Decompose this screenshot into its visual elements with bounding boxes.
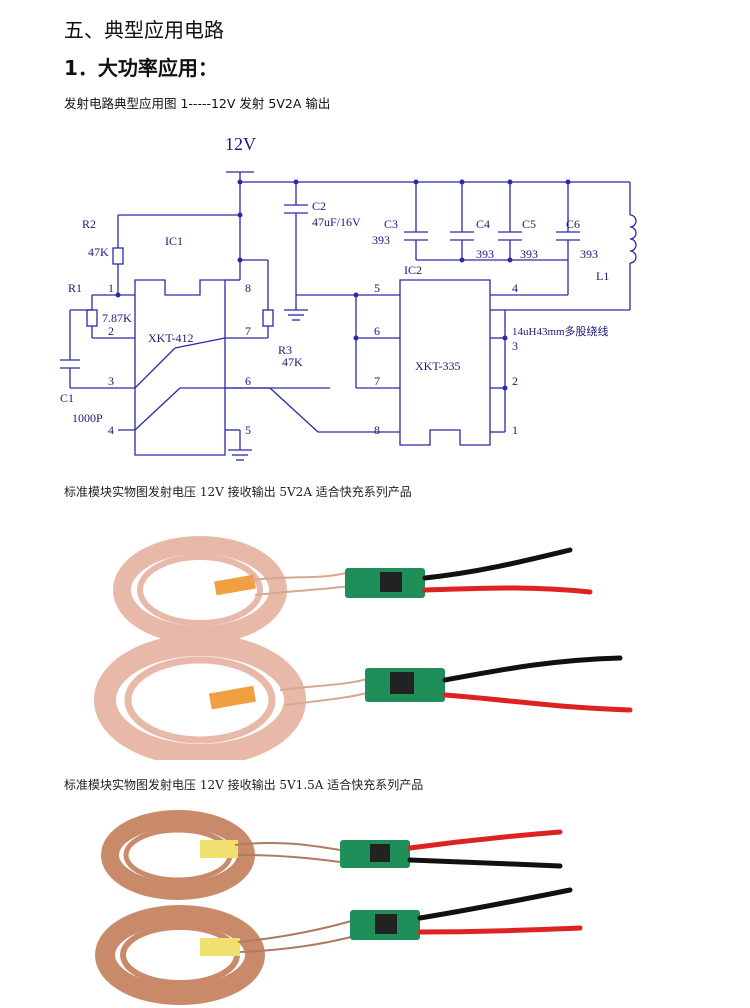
ic1-pin-8: 8 (245, 281, 251, 295)
ic2-pin-5: 5 (374, 281, 380, 295)
l1-label: L1 (596, 269, 609, 283)
c2-value: 47uF/16V (312, 215, 361, 229)
ic2-part: XKT-335 (415, 359, 461, 373)
ic1-part: XKT-412 (148, 331, 194, 345)
r1-label: R1 (68, 281, 82, 295)
ic2-pin-1: 1 (512, 423, 518, 437)
ic1-pin-1: 1 (108, 281, 114, 295)
c3-value: 393 (372, 233, 390, 247)
c5-value: 393 (520, 247, 538, 261)
r3-label: R3 (278, 343, 292, 357)
subsection-title: 1．大功率应用： (64, 56, 218, 80)
ic1-pin-4: 4 (108, 423, 114, 437)
c1-label: C1 (60, 391, 74, 405)
c1-value: 1000P (72, 411, 103, 425)
ic1-pin-5: 5 (245, 423, 251, 437)
ic2-pin-7: 7 (374, 374, 380, 388)
schematic-diagram: 12V IC1 XKT-412 IC2 XKT-335 R2 47K R1 7.… (60, 134, 637, 461)
r3-value: 47K (282, 355, 303, 369)
r1-value: 7.87K (102, 311, 132, 325)
ic1-pin-6: 6 (245, 374, 251, 388)
ic2-pin-3: 3 (512, 339, 518, 353)
ic2-pin-8: 8 (374, 423, 380, 437)
ic1-name: IC1 (165, 234, 183, 248)
supply-label: 12V (225, 134, 256, 154)
r2-label: R2 (82, 217, 96, 231)
c3-label: C3 (384, 217, 398, 231)
section-title: 五、典型应用电路 (64, 18, 224, 42)
l1-description: 14uH43mm多股绕线 (512, 324, 609, 338)
ic1-pin-3: 3 (108, 374, 114, 388)
c5-label: C5 (522, 217, 536, 231)
figure-caption-photo-5v1-5a: 标准模块实物图发射电压 12V 接收输出 5V1.5A 适合快充系列产品 (64, 778, 424, 792)
c4-value: 393 (476, 247, 494, 261)
c4-label: C4 (476, 217, 490, 231)
c2-label: C2 (312, 199, 326, 213)
product-photo-5v1-5a (95, 810, 583, 1005)
figure-caption-photo-5v2a: 标准模块实物图发射电压 12V 接收输出 5V2A 适合快充系列产品 (64, 485, 412, 499)
ic2-name: IC2 (404, 263, 422, 277)
ic1-pin-2: 2 (108, 324, 114, 338)
r2-value: 47K (88, 245, 109, 259)
ic1-pin-7: 7 (245, 324, 251, 338)
figure-caption-schematic: 发射电路典型应用图 1-----12V 发射 5V2A 输出 (64, 96, 331, 111)
ic2-pin-4: 4 (512, 281, 518, 295)
c6-value: 393 (580, 247, 598, 261)
product-photo-5v2a (94, 536, 633, 760)
c6-label: C6 (566, 217, 580, 231)
ic2-pin-6: 6 (374, 324, 380, 338)
ic2-pin-2: 2 (512, 374, 518, 388)
